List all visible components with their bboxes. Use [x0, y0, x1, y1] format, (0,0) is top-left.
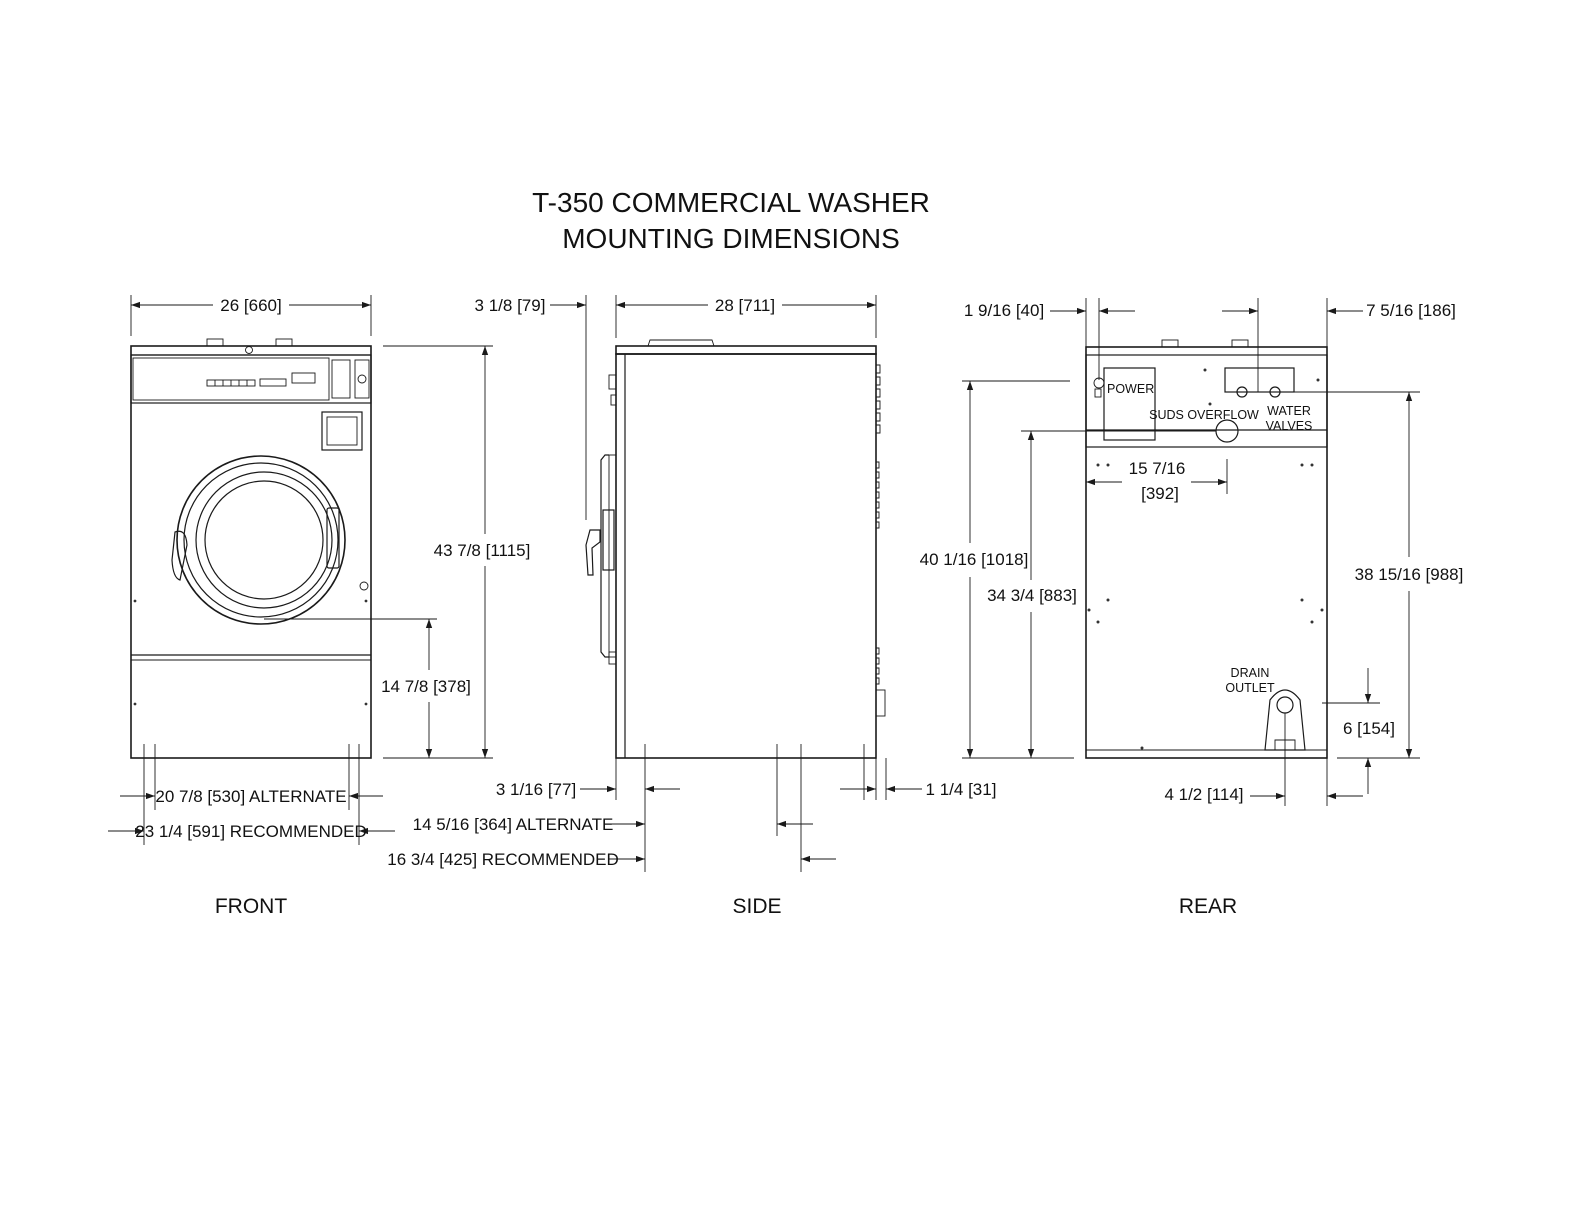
water-valve-box	[1224, 367, 1295, 393]
door-handle	[171, 530, 188, 581]
side-cabinet	[615, 353, 877, 759]
hot-valve	[1236, 386, 1248, 398]
drain-outlet	[1264, 689, 1306, 751]
side-handle	[585, 529, 601, 576]
drain-offset-dim: 4 1/2 [114]	[1164, 785, 1243, 804]
water-label-2: VALVES	[1266, 419, 1313, 433]
control-panel	[130, 354, 372, 404]
handle-offset-dim: 3 1/8 [79]	[475, 296, 546, 315]
side-top	[615, 345, 877, 355]
side-door-profile	[600, 454, 609, 658]
rear-cabinet	[1085, 346, 1328, 759]
side-view: 28 [711] 3 1/8 [79] 3 1/16 [77] 1 1/4 [3…	[387, 295, 996, 918]
side-depth-dim: 28 [711]	[715, 296, 775, 315]
suds-overflow-port	[1215, 419, 1239, 443]
suds-horizontal-dim-1: 15 7/16	[1129, 459, 1186, 478]
water-label-1: WATER	[1267, 404, 1311, 418]
rear-foot-dim: 1 1/4 [31]	[926, 780, 997, 799]
side-recommended-dim: 16 3/4 [425] RECOMMENDED	[387, 850, 618, 869]
title-line-1: T-350 COMMERCIAL WASHER	[532, 187, 930, 218]
front-width-dim: 26 [660]	[220, 296, 281, 315]
valves-height-dim: 38 15/16 [988]	[1355, 565, 1464, 584]
coin-box	[321, 411, 363, 451]
front-view: 26 [660] 43 7/8 [1115] 14 7/8 [378] 20 7…	[108, 295, 530, 918]
suds-height-dim: 34 3/4 [883]	[987, 586, 1077, 605]
front-height-dim: 43 7/8 [1115]	[434, 541, 531, 560]
door-center-dim: 14 7/8 [378]	[381, 677, 471, 696]
suds-horizontal-dim-2: [392]	[1141, 484, 1179, 503]
rear-top-panel	[1085, 354, 1328, 448]
title-line-2: MOUNTING DIMENSIONS	[562, 223, 900, 254]
drain-label-2: OUTLET	[1225, 681, 1275, 695]
front-alternate-dim: 20 7/8 [530] ALTERNATE	[155, 787, 346, 806]
cold-valve	[1269, 386, 1281, 398]
rear-left-offset-dim: 1 9/16 [40]	[964, 301, 1044, 320]
rear-vents	[875, 364, 886, 717]
power-box	[1103, 367, 1156, 441]
power-label: POWER	[1107, 382, 1154, 396]
drain-label-1: DRAIN	[1231, 666, 1270, 680]
suds-overflow-label: SUDS OVERFLOW	[1149, 408, 1259, 422]
front-cabinet	[130, 345, 372, 759]
side-hinge	[602, 509, 615, 571]
side-view-label: SIDE	[732, 895, 781, 918]
door-hinge	[326, 507, 340, 569]
door-glass	[204, 480, 324, 600]
front-recommended-dim: 23 1/4 [591] RECOMMENDED	[135, 822, 366, 841]
drain-height-dim: 6 [154]	[1343, 719, 1395, 738]
rear-view: POWER WATER VALVES SUDS OVERFLOW DRAIN O…	[920, 298, 1464, 918]
rear-view-label: REAR	[1179, 895, 1237, 918]
front-view-label: FRONT	[215, 895, 287, 918]
door	[176, 455, 346, 625]
power-height-dim: 40 1/16 [1018]	[920, 550, 1029, 569]
front-foot-dim: 3 1/16 [77]	[496, 780, 576, 799]
rear-right-offset-dim: 7 5/16 [186]	[1366, 301, 1456, 320]
side-alternate-dim: 14 5/16 [364] ALTERNATE	[413, 815, 614, 834]
